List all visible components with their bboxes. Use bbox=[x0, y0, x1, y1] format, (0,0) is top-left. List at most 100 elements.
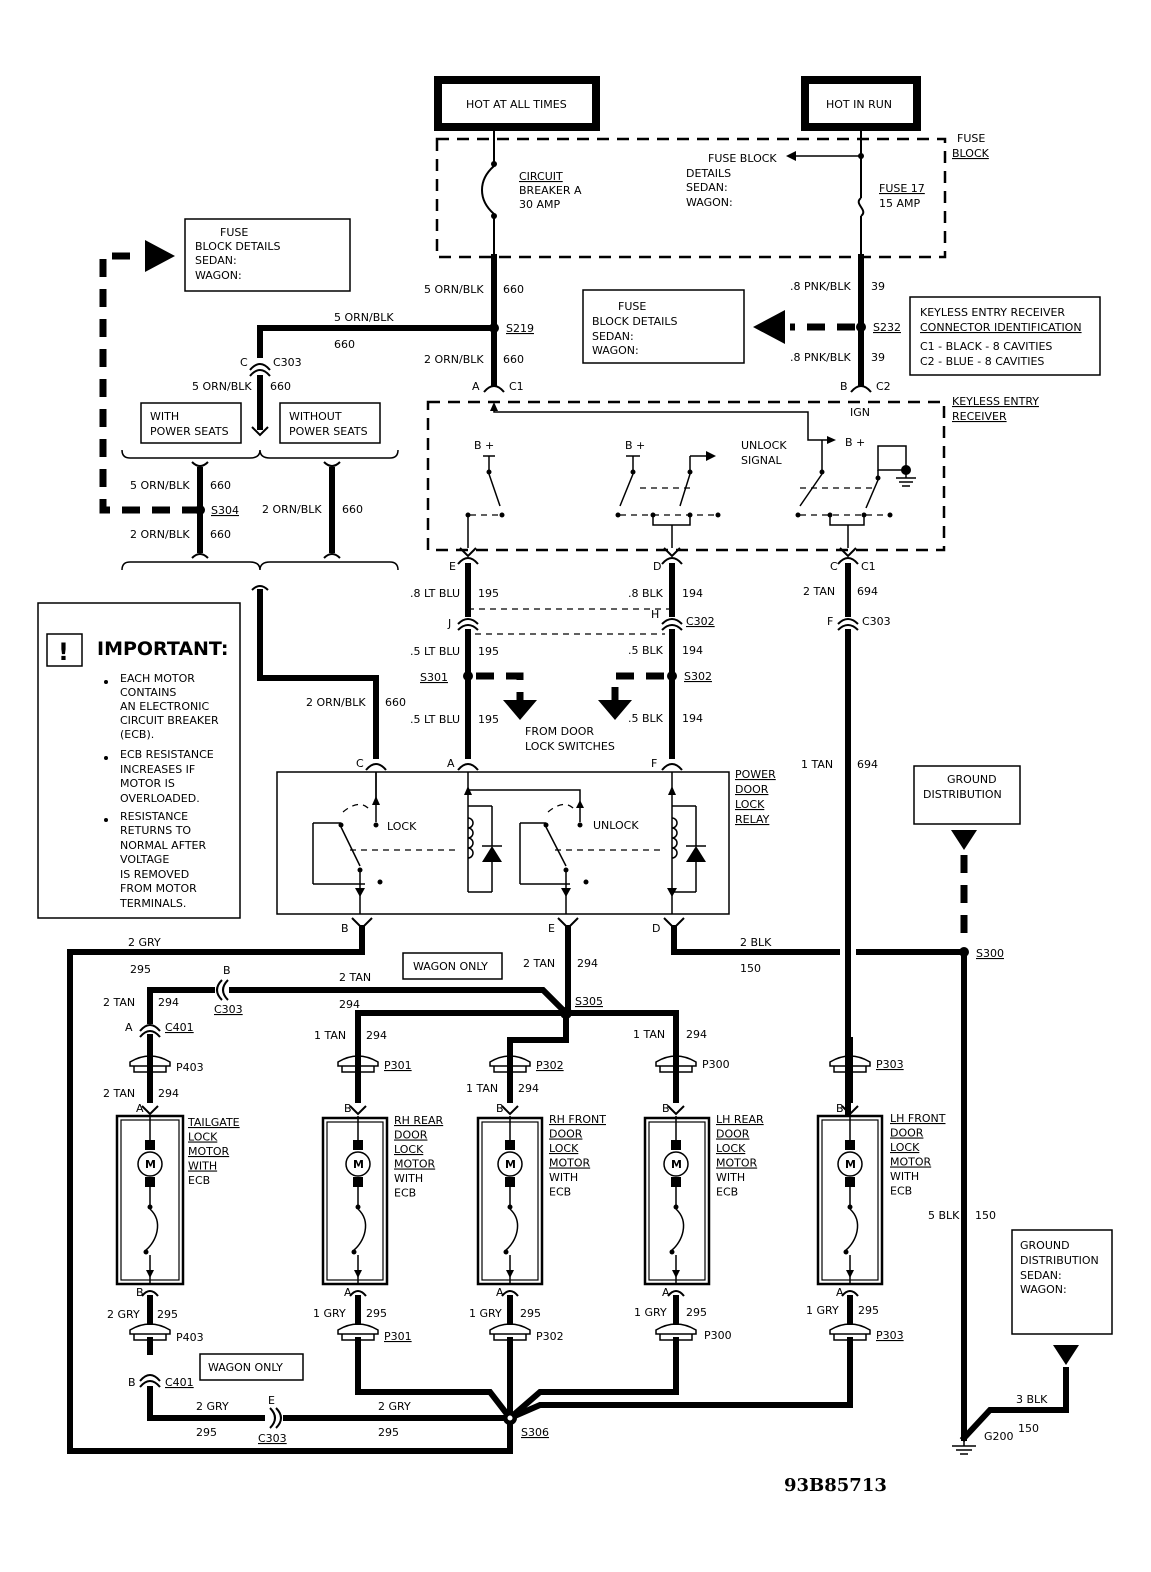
svg-text:.8 BLK: .8 BLK bbox=[628, 587, 664, 600]
svg-text:P301: P301 bbox=[384, 1059, 412, 1072]
svg-text:694: 694 bbox=[857, 758, 878, 771]
svg-text:G200: G200 bbox=[984, 1430, 1014, 1443]
svg-text:HOT IN RUN: HOT IN RUN bbox=[826, 98, 892, 111]
svg-text:P403: P403 bbox=[176, 1331, 204, 1344]
svg-text:WAGON:: WAGON: bbox=[592, 344, 639, 357]
arrow-down-icon bbox=[951, 830, 977, 850]
svg-text:1 TAN: 1 TAN bbox=[633, 1028, 665, 1041]
svg-text:IS REMOVED: IS REMOVED bbox=[120, 868, 189, 881]
svg-text:RESISTANCE: RESISTANCE bbox=[120, 810, 188, 823]
connector-terminal bbox=[349, 1105, 367, 1116]
svg-text:295: 295 bbox=[196, 1426, 217, 1439]
svg-text:B: B bbox=[840, 380, 848, 393]
connector-letter: B bbox=[344, 1102, 352, 1115]
svg-text:30 AMP: 30 AMP bbox=[519, 198, 561, 211]
svg-text:C303: C303 bbox=[214, 1003, 243, 1016]
motor-letter: M bbox=[845, 1158, 856, 1171]
connector-terminal bbox=[349, 1290, 367, 1297]
svg-text:WAGON ONLY: WAGON ONLY bbox=[208, 1361, 283, 1374]
splice-s232 bbox=[856, 322, 866, 332]
svg-text:B: B bbox=[341, 922, 349, 935]
svg-text:5 ORN/BLK: 5 ORN/BLK bbox=[424, 283, 484, 296]
svg-text:294: 294 bbox=[339, 998, 360, 1011]
svg-text:FROM MOTOR: FROM MOTOR bbox=[120, 882, 197, 895]
connector-letter: A bbox=[496, 1286, 504, 1299]
grommet-icon bbox=[489, 1323, 531, 1335]
svg-text:DISTRIBUTION: DISTRIBUTION bbox=[1020, 1254, 1099, 1267]
svg-text:194: 194 bbox=[682, 644, 703, 657]
svg-text:.8 LT BLU: .8 LT BLU bbox=[410, 587, 460, 600]
svg-text:39: 39 bbox=[871, 351, 885, 364]
important-note: ! IMPORTANT: EACH MOTOR CONTAINS AN ELEC… bbox=[37, 602, 241, 919]
connector-terminal bbox=[667, 1290, 685, 1297]
svg-text:WAGON:: WAGON: bbox=[195, 269, 242, 282]
svg-text:ECB RESISTANCE: ECB RESISTANCE bbox=[120, 748, 214, 761]
svg-text:294: 294 bbox=[158, 996, 179, 1009]
motor-label: MOTOR bbox=[549, 1157, 591, 1170]
svg-text:DOOR: DOOR bbox=[735, 783, 769, 796]
svg-text:S301: S301 bbox=[420, 671, 448, 684]
svg-text:P302: P302 bbox=[536, 1330, 564, 1343]
splice-s304 bbox=[195, 505, 205, 515]
motor-label: RH FRONT bbox=[549, 1113, 606, 1126]
motor-brush bbox=[671, 1177, 681, 1187]
svg-text:CONNECTOR IDENTIFICATION: CONNECTOR IDENTIFICATION bbox=[920, 321, 1082, 334]
motor-brush bbox=[505, 1140, 515, 1150]
motor-brush bbox=[145, 1177, 155, 1187]
svg-text:POWER SEATS: POWER SEATS bbox=[150, 425, 229, 438]
arrow-icon bbox=[145, 240, 175, 272]
svg-text:RECEIVER: RECEIVER bbox=[952, 410, 1007, 423]
ecb-contact bbox=[355, 1204, 361, 1210]
ecb-icon bbox=[671, 1208, 685, 1251]
connector-letter: B bbox=[496, 1102, 504, 1115]
svg-text:E: E bbox=[449, 560, 456, 573]
svg-text:(ECB).: (ECB). bbox=[120, 728, 154, 741]
svg-text:C401: C401 bbox=[165, 1376, 194, 1389]
connector-letter: B bbox=[836, 1102, 844, 1115]
svg-text:SEDAN:: SEDAN: bbox=[1020, 1269, 1062, 1282]
wagon-only-top: WAGON ONLY bbox=[402, 952, 503, 980]
svg-text:2 GRY: 2 GRY bbox=[128, 936, 161, 949]
svg-text:294: 294 bbox=[158, 1087, 179, 1100]
svg-text:BLOCK DETAILS: BLOCK DETAILS bbox=[195, 240, 281, 253]
svg-text:.8 PNK/BLK: .8 PNK/BLK bbox=[790, 351, 851, 364]
ecb-contact bbox=[507, 1204, 513, 1210]
svg-text:RETURNS TO: RETURNS TO bbox=[120, 824, 191, 837]
svg-text:H: H bbox=[651, 608, 659, 621]
svg-text:295: 295 bbox=[520, 1307, 541, 1320]
arrow-down-icon bbox=[503, 700, 537, 720]
svg-text:FUSE 17: FUSE 17 bbox=[879, 182, 925, 195]
svg-text:SIGNAL: SIGNAL bbox=[741, 454, 783, 467]
svg-text:C1: C1 bbox=[861, 560, 876, 573]
connector-terminal bbox=[841, 1290, 859, 1297]
arrow-down-icon bbox=[354, 1270, 362, 1278]
arrow-down-icon bbox=[598, 700, 632, 720]
motor-label: ECB bbox=[549, 1186, 571, 1199]
fuse-block-outline bbox=[435, 137, 947, 259]
without-power-seats: WITHOUT POWER SEATS bbox=[279, 402, 381, 444]
svg-text:195: 195 bbox=[478, 645, 499, 658]
motor-label: WITH bbox=[716, 1171, 745, 1184]
svg-text:IGN: IGN bbox=[850, 406, 870, 419]
svg-text:WAGON:: WAGON: bbox=[686, 196, 733, 209]
svg-text:D: D bbox=[652, 922, 660, 935]
svg-text:294: 294 bbox=[366, 1029, 387, 1042]
ecb-contact bbox=[147, 1204, 153, 1210]
connector-terminal bbox=[141, 1290, 159, 1297]
receiver-switch-1: B + bbox=[465, 439, 505, 548]
fuse-ref-mid: FUSE BLOCK DETAILS SEDAN: WAGON: bbox=[582, 289, 745, 364]
svg-text:SEDAN:: SEDAN: bbox=[592, 330, 634, 343]
arrow-down-icon bbox=[846, 1270, 854, 1278]
hot-in-run-box: HOT IN RUN bbox=[801, 76, 921, 131]
keyless-receiver-outline bbox=[426, 400, 946, 552]
svg-text:P403: P403 bbox=[176, 1061, 204, 1074]
svg-text:RELAY: RELAY bbox=[735, 813, 770, 826]
svg-text:660: 660 bbox=[210, 528, 231, 541]
connector-terminal bbox=[841, 1105, 859, 1116]
svg-text:C: C bbox=[356, 757, 364, 770]
motor-brush bbox=[353, 1140, 363, 1150]
svg-text:294: 294 bbox=[686, 1028, 707, 1041]
svg-text:3 BLK: 3 BLK bbox=[1016, 1393, 1048, 1406]
svg-text:LOCK: LOCK bbox=[735, 798, 765, 811]
svg-text:A: A bbox=[125, 1021, 133, 1034]
